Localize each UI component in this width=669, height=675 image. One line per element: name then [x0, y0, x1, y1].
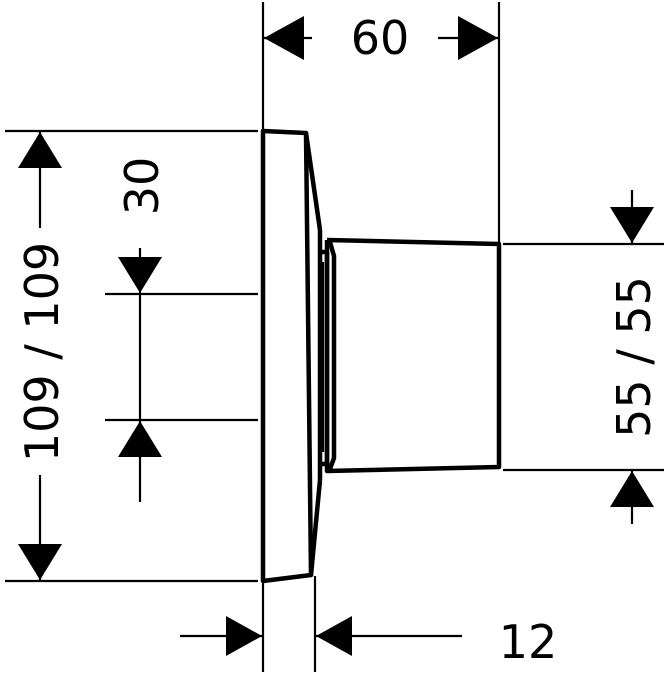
arrow-left-icon [316, 616, 352, 656]
dimension-handle-height: 55 / 55 [607, 190, 661, 524]
dimension-label-109: 109 / 109 [15, 242, 69, 462]
handle-body-left-edge [327, 241, 337, 470]
dimension-total-height: 109 / 109 [15, 131, 69, 581]
dimension-label-30: 30 [115, 157, 169, 216]
handle-body [324, 237, 502, 474]
arrow-down-icon [610, 207, 654, 243]
cover-plate [260, 128, 314, 584]
arrow-down-icon [118, 257, 162, 293]
dimension-label-55: 55 / 55 [607, 276, 661, 438]
dimension-inner-offset: 30 [115, 157, 169, 502]
product-outline [260, 128, 502, 584]
dimension-plate-thickness: 12 [180, 615, 557, 669]
arrow-up-icon [610, 471, 654, 507]
cover-plate-front-edge [303, 132, 323, 231]
arrow-up-icon [118, 421, 162, 457]
dimension-label-12: 12 [499, 615, 558, 669]
dimension-width-top: 60 [263, 11, 499, 65]
arrow-up-icon [18, 132, 62, 168]
arrow-right-icon [226, 616, 262, 656]
arrow-left-icon [458, 16, 498, 60]
arrow-down-icon [18, 544, 62, 580]
cover-plate-front-edge-lower [308, 479, 323, 576]
dimension-label-60: 60 [351, 11, 410, 65]
arrow-right-icon [264, 16, 304, 60]
extension-lines [5, 2, 664, 672]
